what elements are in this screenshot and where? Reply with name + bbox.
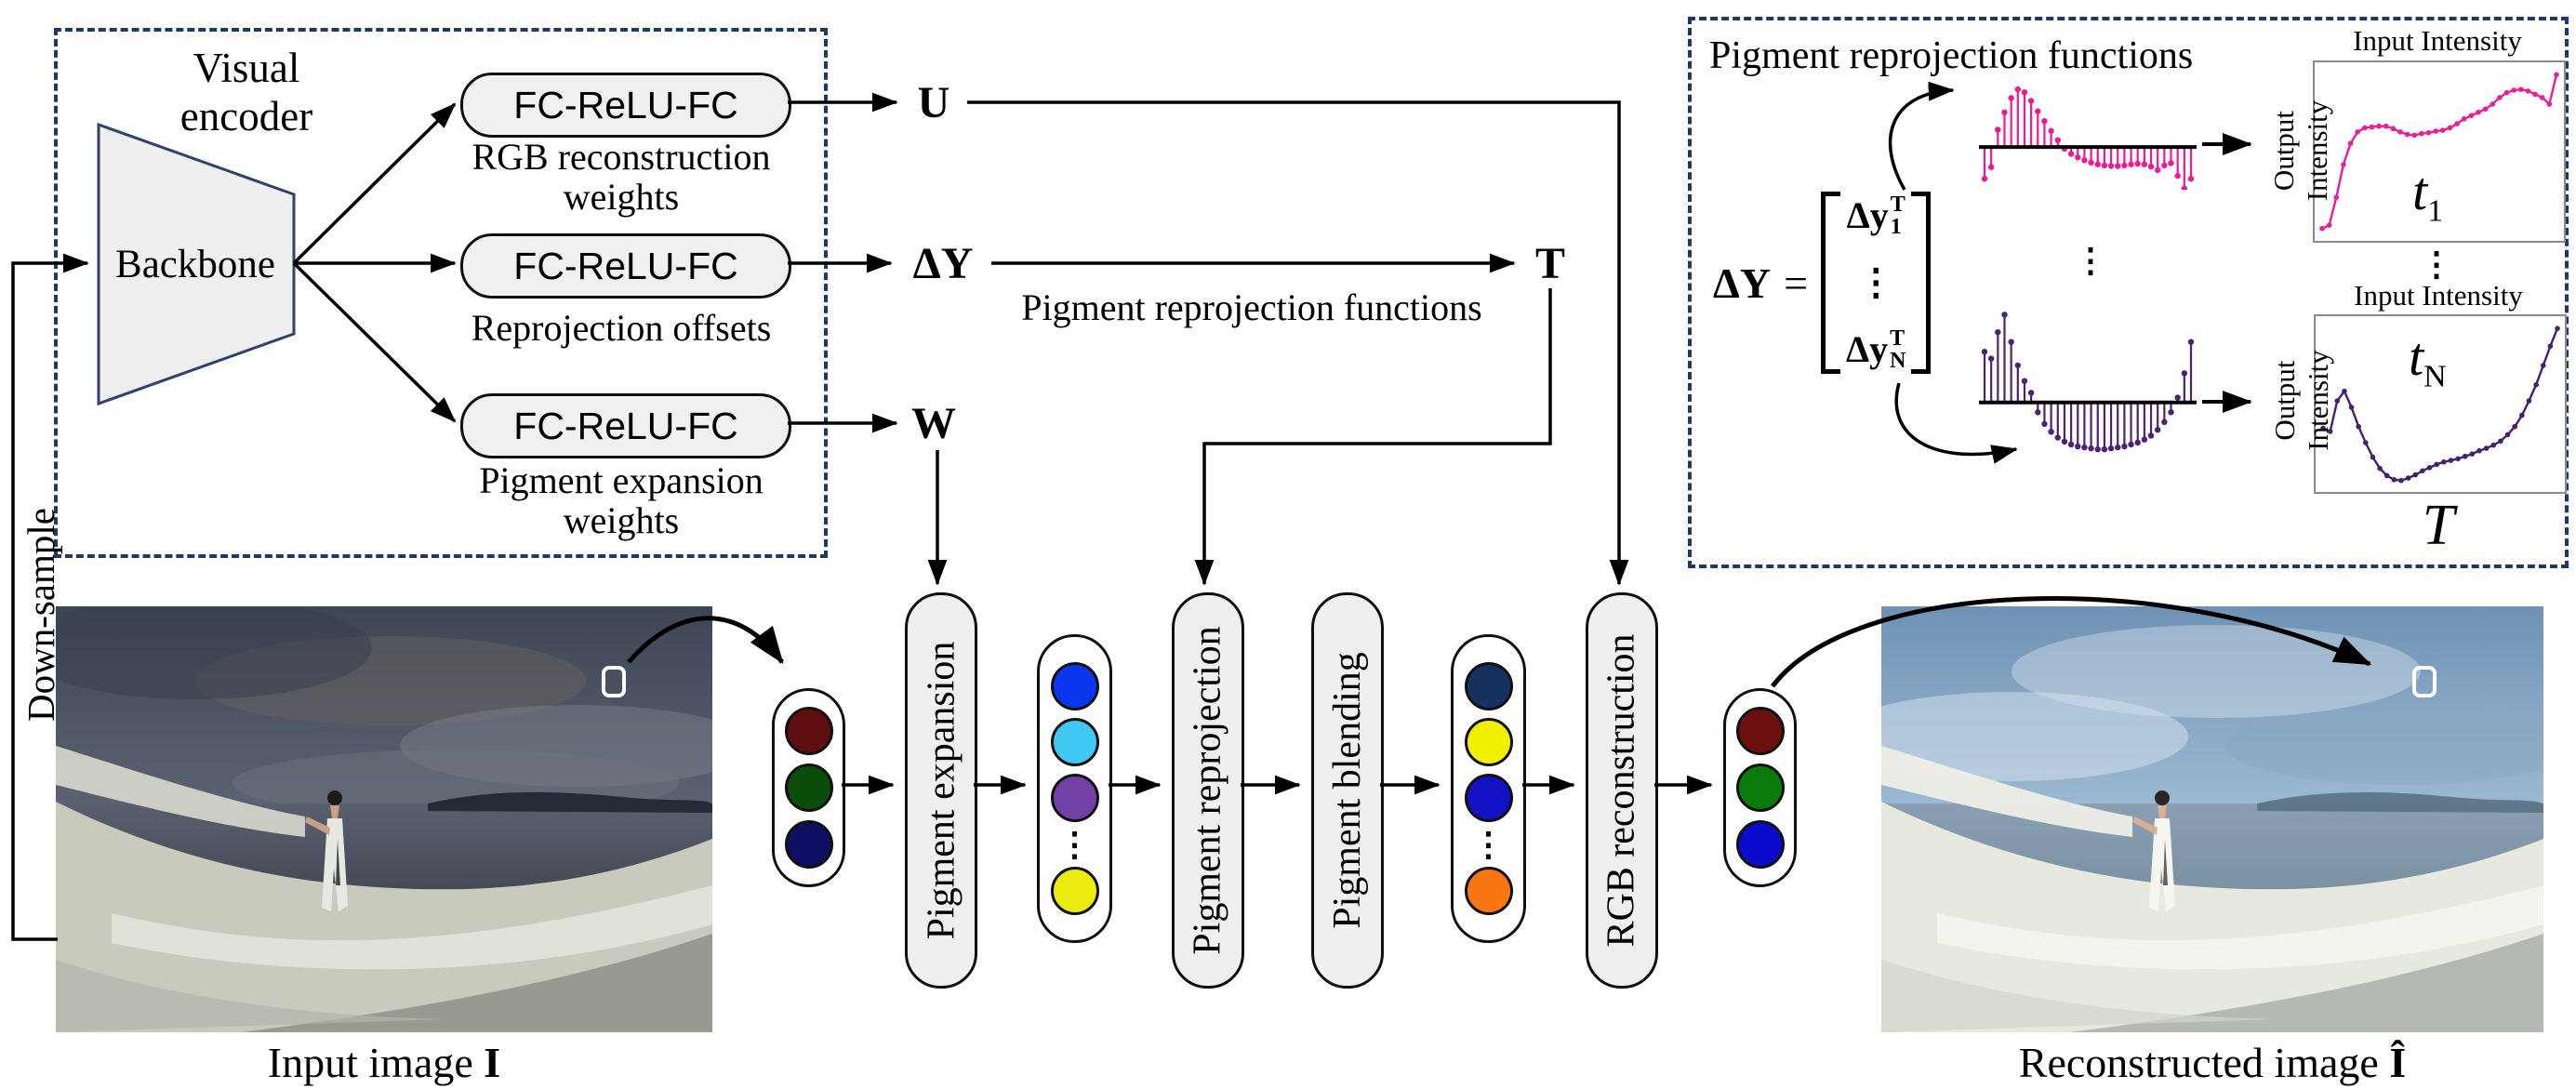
pigment-circle bbox=[1050, 867, 1099, 916]
tn-y-axis-label: Output Intensity bbox=[2268, 350, 2334, 451]
t1-label: t1 bbox=[2412, 161, 2444, 229]
caption-reprojection-offsets: Reprojection offsets bbox=[471, 307, 772, 349]
symbol-W: W bbox=[911, 398, 956, 448]
u-path bbox=[967, 100, 1629, 586]
stage-pigment-blending: Pigment blending bbox=[1311, 592, 1384, 989]
stage-pigment-expansion: Pigment expansion bbox=[905, 592, 977, 989]
pigment-circle bbox=[1735, 764, 1785, 812]
expanded-pigment-vector: ⋮ bbox=[1037, 634, 1112, 943]
pigment-circle bbox=[1464, 773, 1513, 822]
caption-pigment-reprojection-functions-arrow: Pigment reprojection functions bbox=[1021, 286, 1482, 328]
pigment-circle bbox=[1050, 717, 1099, 766]
downsample-label: Down-sample bbox=[20, 508, 62, 723]
stem-plots-vdots: ⋮ bbox=[2074, 241, 2107, 279]
pigment-circle bbox=[784, 820, 833, 869]
matrix-lhs: ΔY bbox=[1713, 259, 1772, 307]
fc-label-3: FC-ReLU-FC bbox=[513, 404, 738, 447]
symbol-U: U bbox=[917, 77, 950, 127]
stage-label-pigment-blending: Pigment blending bbox=[1326, 652, 1369, 929]
t1-plot: t1 bbox=[2313, 60, 2566, 243]
tn-x-axis-label: Input Intensity bbox=[2354, 279, 2523, 312]
matrix-vdots: ⋮ bbox=[1857, 261, 1895, 303]
pigment-circle bbox=[1050, 661, 1099, 711]
fc-relu-fc-box-rgb: FC-ReLU-FC bbox=[460, 73, 791, 138]
input-image-caption: Input image I bbox=[267, 1038, 501, 1086]
stage-pigment-reprojection: Pigment reprojection bbox=[1172, 592, 1244, 989]
t1-x-axis-label: Input Intensity bbox=[2353, 24, 2522, 57]
pigment-circle bbox=[1050, 773, 1099, 822]
visual-encoder-title: Visual encoder bbox=[130, 45, 363, 139]
pigment-vdots: ⋮ bbox=[1471, 825, 1506, 863]
pigment-circle bbox=[1464, 867, 1513, 916]
pigment-circle bbox=[784, 764, 833, 812]
reprojection-panel-title: Pigment reprojection functions bbox=[1709, 34, 2194, 77]
pigment-vdots: ⋮ bbox=[1057, 825, 1092, 863]
pigment-circle bbox=[1464, 661, 1513, 711]
input-image-art bbox=[56, 606, 712, 1032]
offset-stem-plot-1 bbox=[1979, 86, 2197, 190]
input-image-symbol: I bbox=[484, 1038, 501, 1086]
input-rgb-vector bbox=[772, 688, 845, 887]
stage-label-pigment-reprojection: Pigment reprojection bbox=[1187, 626, 1230, 955]
fc-label-2: FC-ReLU-FC bbox=[513, 244, 738, 287]
visual-encoder-title-line1: Visual bbox=[193, 45, 300, 92]
bride-figure bbox=[305, 790, 348, 911]
visual-encoder-title-line2: encoder bbox=[179, 93, 313, 139]
reconstructed-image-art bbox=[1881, 606, 2543, 1032]
reconstructed-image-caption: Reconstructed image Î bbox=[2018, 1038, 2407, 1086]
stage-rgb-reconstruction: RGB reconstruction bbox=[1586, 592, 1658, 989]
stage-label-rgb-reconstruction: RGB reconstruction bbox=[1600, 633, 1644, 948]
fc-relu-fc-box-offsets: FC-ReLU-FC bbox=[460, 233, 791, 299]
pigment-circle bbox=[784, 707, 833, 755]
symbol-delta-Y: ΔY bbox=[912, 238, 974, 288]
tn-label: tN bbox=[2409, 326, 2447, 394]
pigment-circle bbox=[1464, 717, 1513, 766]
fc-label-1: FC-ReLU-FC bbox=[513, 83, 738, 126]
reprojection-functions-panel bbox=[1688, 17, 2569, 568]
reconstructed-image-symbol: Î bbox=[2389, 1038, 2407, 1086]
fc-relu-fc-box-expansion: FC-ReLU-FC bbox=[460, 393, 791, 458]
input-image bbox=[56, 606, 712, 1032]
t-path bbox=[1194, 288, 1552, 586]
bride-figure-recon bbox=[2132, 790, 2175, 911]
matrix-bracket-left bbox=[1821, 192, 1841, 374]
pigment-circle bbox=[1735, 707, 1785, 755]
backbone-label: Backbone bbox=[115, 242, 275, 286]
tn-plot: tN bbox=[2314, 314, 2567, 494]
offset-stem-plot-N bbox=[1979, 305, 2197, 454]
symbol-T: T bbox=[1534, 238, 1565, 288]
reconstructed-image bbox=[1881, 606, 2543, 1032]
blended-pigment-vector: ⋮ bbox=[1451, 634, 1526, 943]
matrix-equals: = bbox=[1784, 259, 1809, 307]
matrix-bracket-right bbox=[1911, 192, 1932, 374]
output-rgb-vector bbox=[1723, 688, 1797, 887]
pigment-circle bbox=[1735, 820, 1785, 869]
t1-y-axis-label: Output Intensity bbox=[2267, 100, 2333, 202]
t-plots-vdots: ⋮ bbox=[2420, 245, 2453, 283]
stage-label-pigment-expansion: Pigment expansion bbox=[920, 641, 963, 940]
script-T-symbol: T bbox=[2422, 493, 2455, 557]
